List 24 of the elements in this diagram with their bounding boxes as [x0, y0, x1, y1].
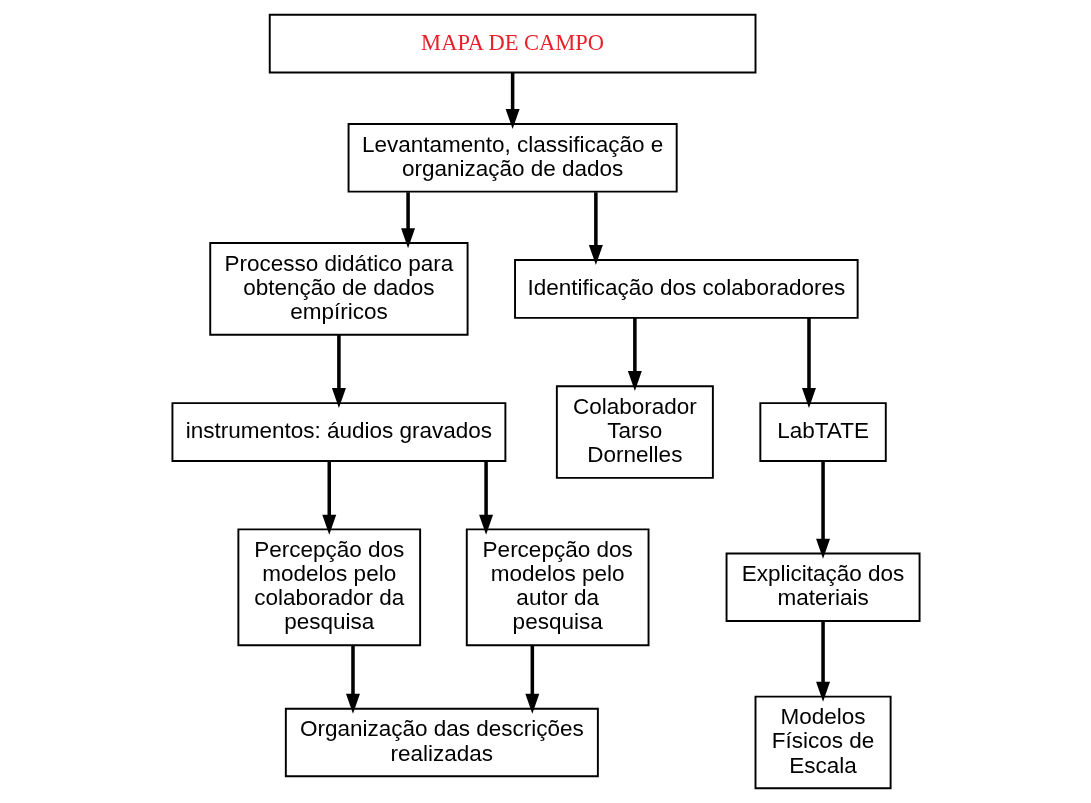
arrow: [815, 461, 830, 559]
node-box: Explicitação dos materiais: [725, 552, 921, 623]
node-box: Organização das descrições realizadas: [284, 707, 599, 778]
arrow: [627, 317, 642, 391]
node-box: Colaborador Tarso Dornelles: [555, 385, 714, 479]
arrow: [524, 645, 539, 714]
arrow: [345, 645, 360, 714]
node-box: instrumentos: áudios gravados: [170, 402, 506, 462]
node-box: Modelos Físicos de Escala: [754, 695, 892, 790]
node-box: MAPA DE CAMPO: [268, 13, 756, 74]
arrow: [815, 621, 830, 702]
node-box: LabTATE: [758, 402, 887, 462]
node-box: Percepção dos modelos pelo autor da pesquisa: [465, 528, 649, 647]
arrow: [321, 461, 336, 535]
arrow: [588, 192, 603, 265]
arrow: [331, 335, 346, 409]
node-box: Percepção dos modelos pelo colaborador da pesquisa: [236, 528, 421, 647]
arrow: [400, 192, 415, 249]
arrow: [801, 317, 816, 408]
arrow: [505, 73, 520, 129]
node-box: Identificação dos colaboradores: [513, 259, 859, 319]
arrow: [478, 461, 493, 535]
node-box: Processo didático para obtenção de dados empíricos: [208, 242, 469, 336]
node-box: Levantamento, classificação e organização de dados: [347, 123, 678, 193]
